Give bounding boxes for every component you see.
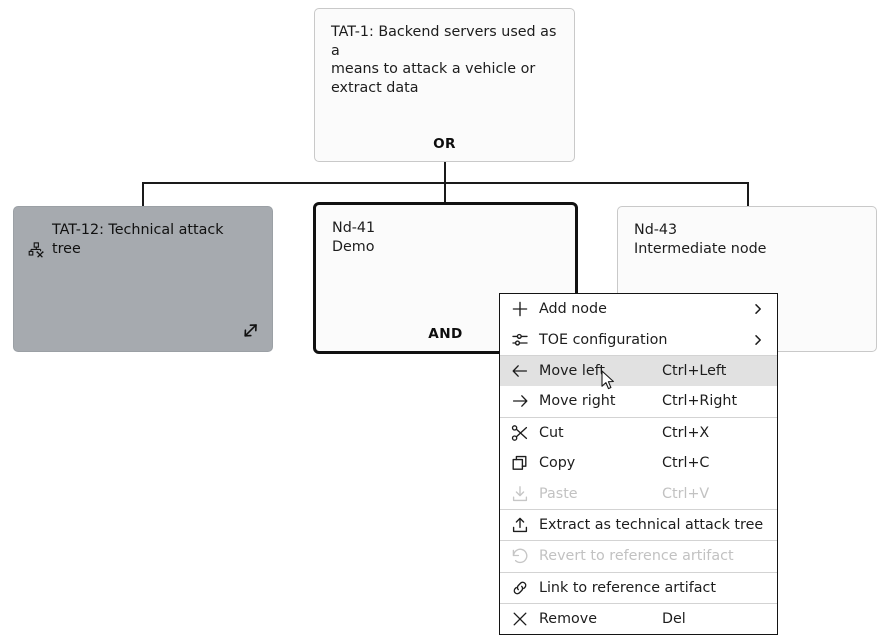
node-mid-title: Nd-41 <box>332 220 376 236</box>
menu-item-label: Copy <box>539 455 576 472</box>
connector-drop-right <box>747 182 749 207</box>
menu-item-shortcut: Ctrl+V <box>662 485 710 502</box>
menu-item-label: Add node <box>539 301 607 318</box>
menu-item-label: Cut <box>539 424 564 441</box>
menu-group: Link to reference artifact <box>500 571 777 603</box>
node-root-title: TAT-1: Backend servers used as a means t… <box>331 24 557 96</box>
menu-item-extract-as-technical-attack-tree[interactable]: Extract as technical attack tree <box>500 510 777 540</box>
menu-item-label: Link to reference artifact <box>539 579 717 596</box>
chevron-right-icon <box>751 334 765 346</box>
menu-item-cut[interactable]: Cut Ctrl+X <box>500 418 777 448</box>
menu-group: Cut Ctrl+X Copy Ctrl+C Paste Ctrl+V <box>500 416 777 509</box>
arrow-right-icon <box>509 390 531 412</box>
menu-item-toe-configuration[interactable]: TOE configuration <box>500 324 777 354</box>
menu-item-revert-to-reference-artifact: Revert to reference artifact <box>500 541 777 571</box>
menu-item-label: Extract as technical attack tree <box>539 516 764 533</box>
menu-item-label: Move left <box>539 362 606 379</box>
menu-item-remove[interactable]: Remove Del <box>500 604 777 634</box>
paste-icon <box>509 483 531 505</box>
node-mid-subtitle: Demo <box>332 238 375 255</box>
close-x-icon <box>509 608 531 630</box>
copy-icon <box>509 452 531 474</box>
arrow-left-icon <box>509 360 531 382</box>
menu-item-link-to-reference-artifact[interactable]: Link to reference artifact <box>500 573 777 603</box>
menu-item-move-left[interactable]: Move left Ctrl+Left <box>500 355 777 387</box>
menu-item-move-right[interactable]: Move right Ctrl+Right <box>500 386 777 416</box>
node-left-title-row: TAT-12: Technical attack tree <box>28 221 256 264</box>
menu-group: Revert to reference artifact <box>500 540 777 571</box>
connector-drop-left <box>142 182 144 207</box>
plus-icon <box>509 298 531 320</box>
tree-node-tat-12[interactable]: TAT-12: Technical attack tree <box>13 206 273 352</box>
menu-item-shortcut: Ctrl+C <box>662 455 710 472</box>
extract-upload-icon <box>509 514 531 536</box>
menu-item-add-node[interactable]: Add node <box>500 294 777 324</box>
menu-item-paste: Paste Ctrl+V <box>500 478 777 508</box>
menu-item-label: Revert to reference artifact <box>539 548 734 565</box>
menu-item-shortcut: Del <box>662 611 686 628</box>
menu-item-shortcut: Ctrl+X <box>662 424 710 441</box>
node-right-subtitle: Intermediate node <box>634 240 767 257</box>
technical-attack-tree-icon <box>28 223 45 264</box>
node-right-title: Nd-43 <box>634 222 678 238</box>
expand-diagonal-icon[interactable] <box>240 321 260 341</box>
menu-item-shortcut: Ctrl+Left <box>662 362 727 379</box>
link-icon <box>509 577 531 599</box>
menu-item-label: Paste <box>539 485 578 502</box>
menu-item-shortcut: Ctrl+Right <box>662 393 738 410</box>
scissors-icon <box>509 422 531 444</box>
node-left-title: TAT-12: Technical attack tree <box>52 222 224 257</box>
menu-item-label: TOE configuration <box>539 331 668 348</box>
menu-group: Remove Del <box>500 602 777 634</box>
menu-group: Extract as technical attack tree <box>500 508 777 540</box>
menu-item-label: Remove <box>539 611 598 628</box>
connector-root-stem <box>444 162 446 183</box>
menu-item-label: Move right <box>539 393 616 410</box>
connector-drop-middle <box>444 182 446 203</box>
sliders-icon <box>509 329 531 351</box>
menu-item-copy[interactable]: Copy Ctrl+C <box>500 448 777 478</box>
revert-icon <box>509 545 531 567</box>
chevron-right-icon <box>751 303 765 315</box>
node-mid-operator: AND <box>428 326 463 342</box>
node-root-operator: OR <box>433 136 456 152</box>
tree-node-root[interactable]: TAT-1: Backend servers used as a means t… <box>314 8 575 162</box>
